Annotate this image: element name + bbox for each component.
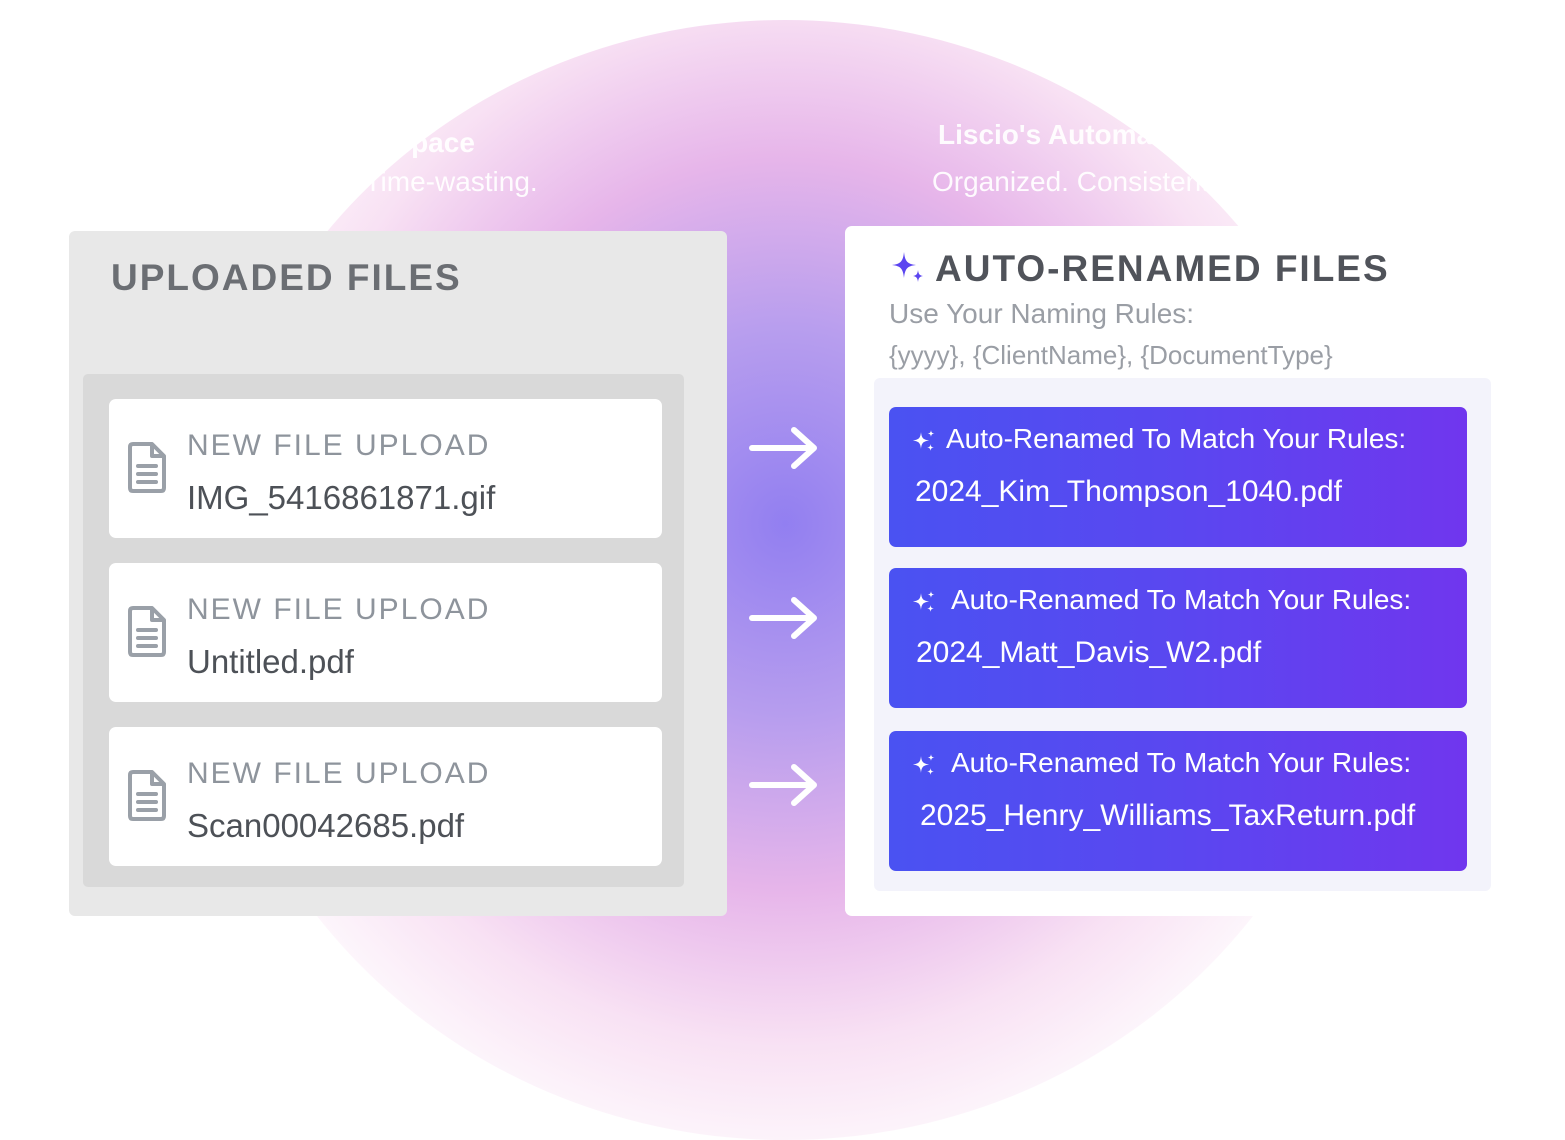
uploaded-files-panel: UPLOADED FILES NEW FILE UPLOAD IMG_54168… (69, 231, 727, 916)
left-caption-title: File Workspace (270, 127, 475, 158)
renamed-file-card[interactable]: Auto-Renamed To Match Your Rules: 2024_M… (889, 568, 1467, 708)
upload-label: NEW FILE UPLOAD (187, 593, 491, 626)
upload-filename: Untitled.pdf (187, 643, 354, 680)
upload-filename: Scan00042685.pdf (187, 807, 465, 844)
auto-renamed-files-panel: AUTO-RENAMED FILES Use Your Naming Rules… (845, 226, 1500, 916)
naming-rules-pattern: {yyyy}, {ClientName}, {DocumentType} (889, 340, 1333, 370)
right-arrow-icon (749, 764, 817, 806)
sparkle-icon (892, 252, 923, 282)
upload-label: NEW FILE UPLOAD (187, 429, 491, 462)
uploaded-file-card[interactable]: NEW FILE UPLOAD IMG_5416861871.gif (109, 399, 662, 538)
right-arrow-icon (749, 427, 817, 469)
uploaded-files-list: NEW FILE UPLOAD IMG_5416861871.gif NEW F… (83, 374, 684, 887)
sparkle-icon (913, 591, 935, 612)
renamed-filename: 2024_Matt_Davis_W2.pdf (916, 636, 1262, 669)
uploaded-files-title: UPLOADED FILES (111, 257, 462, 298)
renamed-file-card[interactable]: Auto-Renamed To Match Your Rules: 2024_K… (889, 407, 1467, 547)
right-caption-subtitle: Organized. Consistent. (932, 166, 1217, 197)
right-caption-title: Liscio's Automated (938, 119, 1195, 150)
upload-label: NEW FILE UPLOAD (187, 757, 491, 790)
renamed-filename: 2024_Kim_Thompson_1040.pdf (915, 475, 1342, 508)
renamed-filename: 2025_Henry_Williams_TaxReturn.pdf (920, 799, 1416, 832)
naming-rules-label: Use Your Naming Rules: (889, 298, 1195, 329)
auto-renamed-files-title: AUTO-RENAMED FILES (935, 248, 1390, 289)
auto-renamed-files-list: Auto-Renamed To Match Your Rules: 2024_K… (874, 378, 1491, 891)
document-icon (128, 606, 166, 657)
sparkle-icon (913, 430, 935, 451)
document-icon (128, 442, 166, 493)
document-icon (128, 770, 166, 821)
left-caption-subtitle: Inconsistent. Time-wasting. (200, 166, 538, 197)
renamed-label: Auto-Renamed To Match Your Rules: (951, 584, 1412, 615)
upload-filename: IMG_5416861871.gif (187, 479, 496, 516)
right-arrow-icon (749, 597, 817, 639)
uploaded-file-card[interactable]: NEW FILE UPLOAD Untitled.pdf (109, 563, 662, 702)
uploaded-file-card[interactable]: NEW FILE UPLOAD Scan00042685.pdf (109, 727, 662, 866)
renamed-label: Auto-Renamed To Match Your Rules: (946, 423, 1407, 454)
renamed-file-card[interactable]: Auto-Renamed To Match Your Rules: 2025_H… (889, 731, 1467, 871)
sparkle-icon (913, 754, 935, 775)
renamed-label: Auto-Renamed To Match Your Rules: (951, 747, 1412, 778)
